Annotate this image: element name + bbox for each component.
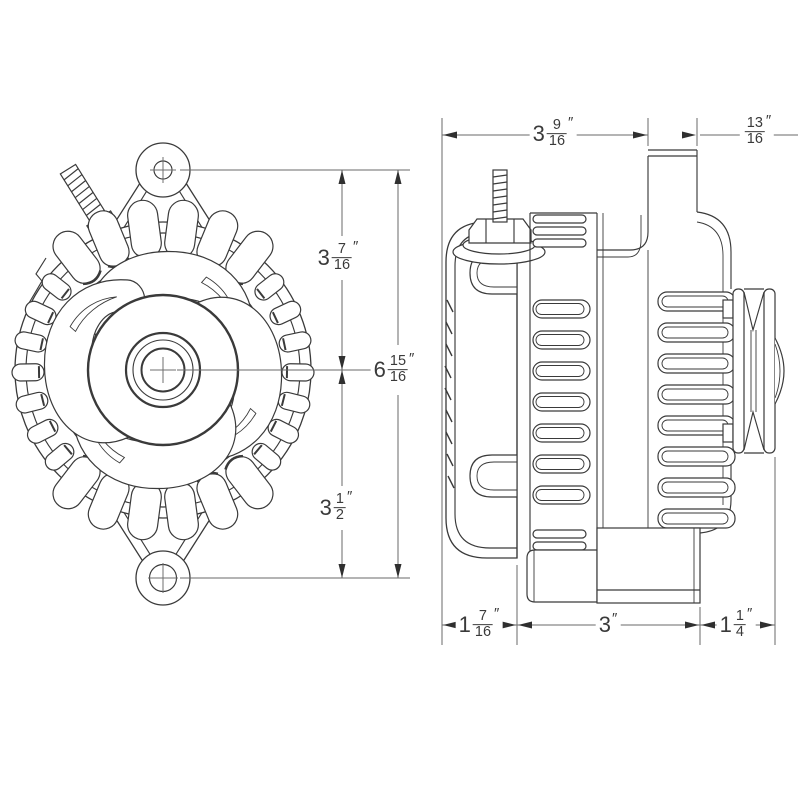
dim-side-top-ear: 13 16 ″	[739, 112, 775, 149]
dim-whole: 3	[532, 121, 545, 146]
dim-front-total: 6 15 16 ″	[370, 350, 418, 387]
dim-fraction: 7 16	[472, 608, 494, 641]
dim-fraction: 1 2	[333, 491, 347, 524]
dim-whole: 1	[719, 612, 732, 637]
dim-fraction: 9 16	[546, 117, 568, 150]
front-view	[10, 142, 316, 606]
top-mounting-hole	[135, 142, 191, 198]
dim-side-bottom-rear: 1 7 16 ″	[455, 605, 503, 642]
dim-front-lower: 3 1 2 ″	[316, 488, 356, 525]
inch-mark: ″	[611, 610, 618, 627]
inch-mark: ″	[568, 114, 574, 132]
dim-fraction: 1 4	[733, 608, 747, 641]
dim-whole: 3	[598, 612, 611, 637]
inch-mark: ″	[747, 605, 753, 623]
terminal-stud-side	[452, 169, 546, 265]
dim-whole: 6	[373, 357, 386, 382]
inch-mark: ″	[494, 605, 500, 623]
dim-fraction: 13 16	[744, 115, 765, 148]
dim-whole: 3	[317, 245, 330, 270]
dim-fraction: 15 16	[387, 353, 409, 386]
inch-mark: ″	[347, 488, 353, 506]
dim-side-bottom-body: 3 ″	[595, 610, 621, 637]
pulley	[722, 288, 785, 454]
dim-side-bottom-pulley: 1 1 4 ″	[716, 605, 756, 642]
dim-whole: 1	[458, 612, 471, 637]
side-view	[444, 149, 785, 604]
dim-fraction: 7 16	[331, 241, 353, 274]
dim-front-upper: 3 7 16 ″	[314, 238, 362, 275]
bottom-mounting-hole	[135, 550, 191, 606]
inch-mark: ″	[353, 238, 359, 256]
rear-housing	[444, 221, 518, 559]
dim-side-top-main: 3 9 16 ″	[529, 114, 577, 151]
mounting-foot	[526, 527, 701, 604]
inch-mark: ″	[765, 112, 772, 130]
rear-housing-shading	[444, 299, 455, 489]
dim-whole: 3	[319, 495, 332, 520]
inch-mark: ″	[409, 350, 415, 368]
